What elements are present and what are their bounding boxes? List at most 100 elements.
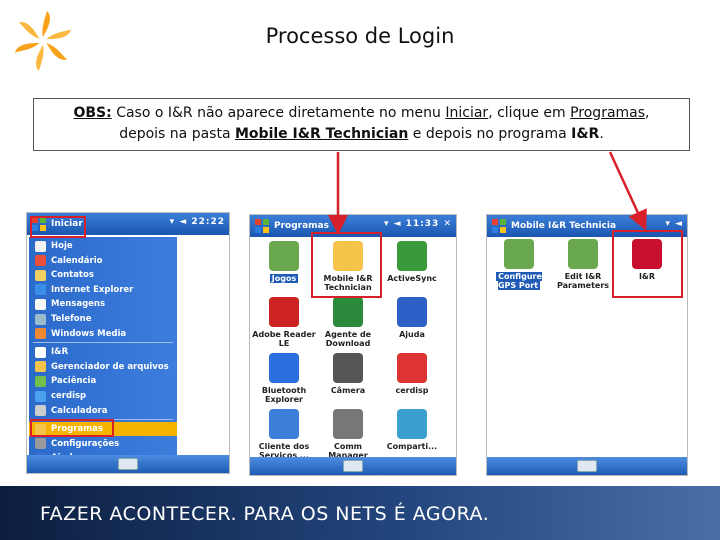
- menu-item-label: Calendário: [51, 255, 103, 266]
- menu-item-label: Windows Media: [51, 328, 127, 339]
- footer-slogan: FAZER ACONTECER. PARA OS NETS É AGORA.: [40, 503, 490, 525]
- app-icon-tile[interactable]: Edit I&R Parameters: [551, 239, 615, 290]
- status-icons: ▾ ◄ 22:22: [169, 217, 225, 227]
- titlebar: Programas ▾ ◄ 11:33 ✕: [250, 215, 456, 237]
- start-menu-item[interactable]: Calculadora: [29, 404, 177, 418]
- app-icon-tile[interactable]: Jogos: [252, 241, 316, 283]
- menu-item-label: Configurações: [51, 438, 120, 449]
- keyboard-icon[interactable]: [577, 460, 597, 472]
- company-logo: [15, 11, 71, 71]
- start-menu-item[interactable]: Contatos: [29, 268, 177, 282]
- highlight-iniciar: [30, 216, 86, 238]
- app-glyph-icon: [397, 353, 427, 383]
- menu-item-label: Paciência: [51, 376, 97, 387]
- softkey-bar: [487, 457, 687, 475]
- start-menu-item[interactable]: Windows Media: [29, 327, 177, 341]
- softkey-bar: [250, 457, 456, 475]
- app-label: Edit I&R Parameters: [556, 272, 610, 290]
- app-icon-tile[interactable]: Câmera: [316, 353, 380, 395]
- app-label: Agente de Download: [324, 330, 372, 348]
- app-icon-tile[interactable]: Agente de Download: [316, 297, 380, 348]
- app-glyph-icon: [333, 409, 363, 439]
- softkey-bar: [27, 455, 229, 473]
- app-icon-tile[interactable]: Comm Manager: [316, 409, 380, 460]
- app-glyph-icon: [568, 239, 598, 269]
- app-icon-tile[interactable]: Bluetooth Explorer: [252, 353, 316, 404]
- windows-start-icon[interactable]: [491, 218, 507, 234]
- app-glyph-icon: [269, 297, 299, 327]
- app-label: Jogos: [269, 274, 299, 283]
- menu-item-label: Programas: [51, 424, 103, 435]
- menu-item-label: Telefone: [51, 314, 92, 324]
- footer-banner: FAZER ACONTECER. PARA OS NETS É AGORA.: [0, 486, 720, 540]
- app-glyph-icon: [504, 239, 534, 269]
- app-label: Ajuda: [399, 330, 425, 339]
- app-glyph-icon: [269, 409, 299, 439]
- app-icon-tile[interactable]: Adobe Reader LE: [252, 297, 316, 348]
- windows-start-icon[interactable]: [31, 216, 47, 232]
- start-menu-item[interactable]: Configurações: [29, 437, 177, 451]
- start-menu-item[interactable]: Telefone: [29, 312, 177, 326]
- app-glyph-icon: [333, 353, 363, 383]
- app-icon-tile[interactable]: Configure GPS Port: [487, 239, 551, 290]
- menu-item-label: Contatos: [51, 270, 94, 281]
- menu-item-icon: [35, 269, 46, 281]
- note-line-2: depois na pasta Mobile I&R Technician e …: [119, 126, 604, 142]
- menu-item-icon: [35, 405, 46, 417]
- screen-mobile-ir-folder: Mobile I&R Technicia ▾ ◄ Configure GPS P…: [486, 214, 688, 476]
- app-glyph-icon: [397, 409, 427, 439]
- menu-item-icon: [35, 284, 46, 296]
- start-menu-item[interactable]: Hoje: [29, 239, 177, 253]
- titlebar: Iniciar ▾ ◄ 22:22: [27, 213, 229, 235]
- start-menu-item[interactable]: cerdisp: [29, 389, 177, 403]
- start-menu-item[interactable]: I&R: [29, 345, 177, 359]
- app-label: Câmera: [330, 386, 366, 395]
- start-menu-item[interactable]: Mensagens: [29, 297, 177, 311]
- highlight-mobile-folder: [311, 232, 382, 298]
- app-label: Cliente dos Serviços ...: [258, 442, 310, 460]
- menu-item-label: Mensagens: [51, 299, 106, 310]
- app-glyph-icon: [333, 297, 363, 327]
- menu-item-icon: [35, 313, 46, 325]
- windows-start-icon[interactable]: [254, 218, 270, 234]
- app-icon-tile[interactable]: Mobile I&R Technician: [316, 241, 380, 292]
- app-icon-tile[interactable]: Cliente dos Serviços ...: [252, 409, 316, 460]
- menu-item-label: I&R: [51, 347, 69, 358]
- highlight-ir-app: [612, 230, 683, 298]
- menu-item-icon: [35, 255, 46, 267]
- app-icon-tile[interactable]: Comparti...: [380, 409, 444, 451]
- app-label: Adobe Reader LE: [252, 330, 316, 348]
- app-label: Mobile I&R Technician: [323, 274, 373, 292]
- start-menu-item[interactable]: Calendário: [29, 254, 177, 268]
- menu-item-icon: [35, 346, 46, 358]
- app-icon-tile[interactable]: Ajuda: [380, 297, 444, 339]
- menu-item-label: Hoje: [51, 241, 73, 251]
- keyboard-icon[interactable]: [343, 460, 363, 472]
- menu-separator: [33, 342, 173, 344]
- app-label: Comparti...: [386, 442, 438, 451]
- slide-title: Processo de Login: [265, 24, 455, 48]
- menu-item-icon: [35, 438, 46, 450]
- app-icon-tile[interactable]: ActiveSync: [380, 241, 444, 283]
- start-menu-item[interactable]: Paciência: [29, 374, 177, 388]
- titlebar-label: Iniciar: [51, 219, 83, 229]
- app-label: Configure GPS Port: [496, 272, 542, 290]
- status-icons: ▾ ◄: [665, 219, 683, 229]
- app-glyph-icon: [333, 241, 363, 271]
- app-icon-tile[interactable]: cerdisp: [380, 353, 444, 395]
- note-line-1: OBS: Caso o I&R não aparece diretamente …: [73, 105, 650, 121]
- start-menu-item[interactable]: Gerenciador de arquivos: [29, 360, 177, 374]
- app-label: Comm Manager: [328, 442, 368, 460]
- screen-programas: Programas ▾ ◄ 11:33 ✕ Jogos Mobile I&R Te…: [249, 214, 457, 476]
- menu-item-icon: [35, 328, 46, 340]
- app-glyph-icon: [397, 241, 427, 271]
- app-glyph-icon: [632, 239, 662, 269]
- keyboard-icon[interactable]: [118, 458, 138, 470]
- start-menu-item[interactable]: Internet Explorer: [29, 283, 177, 297]
- menu-item-icon: [35, 298, 46, 310]
- menu-item-label: Internet Explorer: [51, 284, 134, 295]
- app-icon-tile[interactable]: I&R: [615, 239, 679, 281]
- start-menu-item[interactable]: Programas: [29, 422, 177, 437]
- menu-item-icon: [35, 361, 46, 373]
